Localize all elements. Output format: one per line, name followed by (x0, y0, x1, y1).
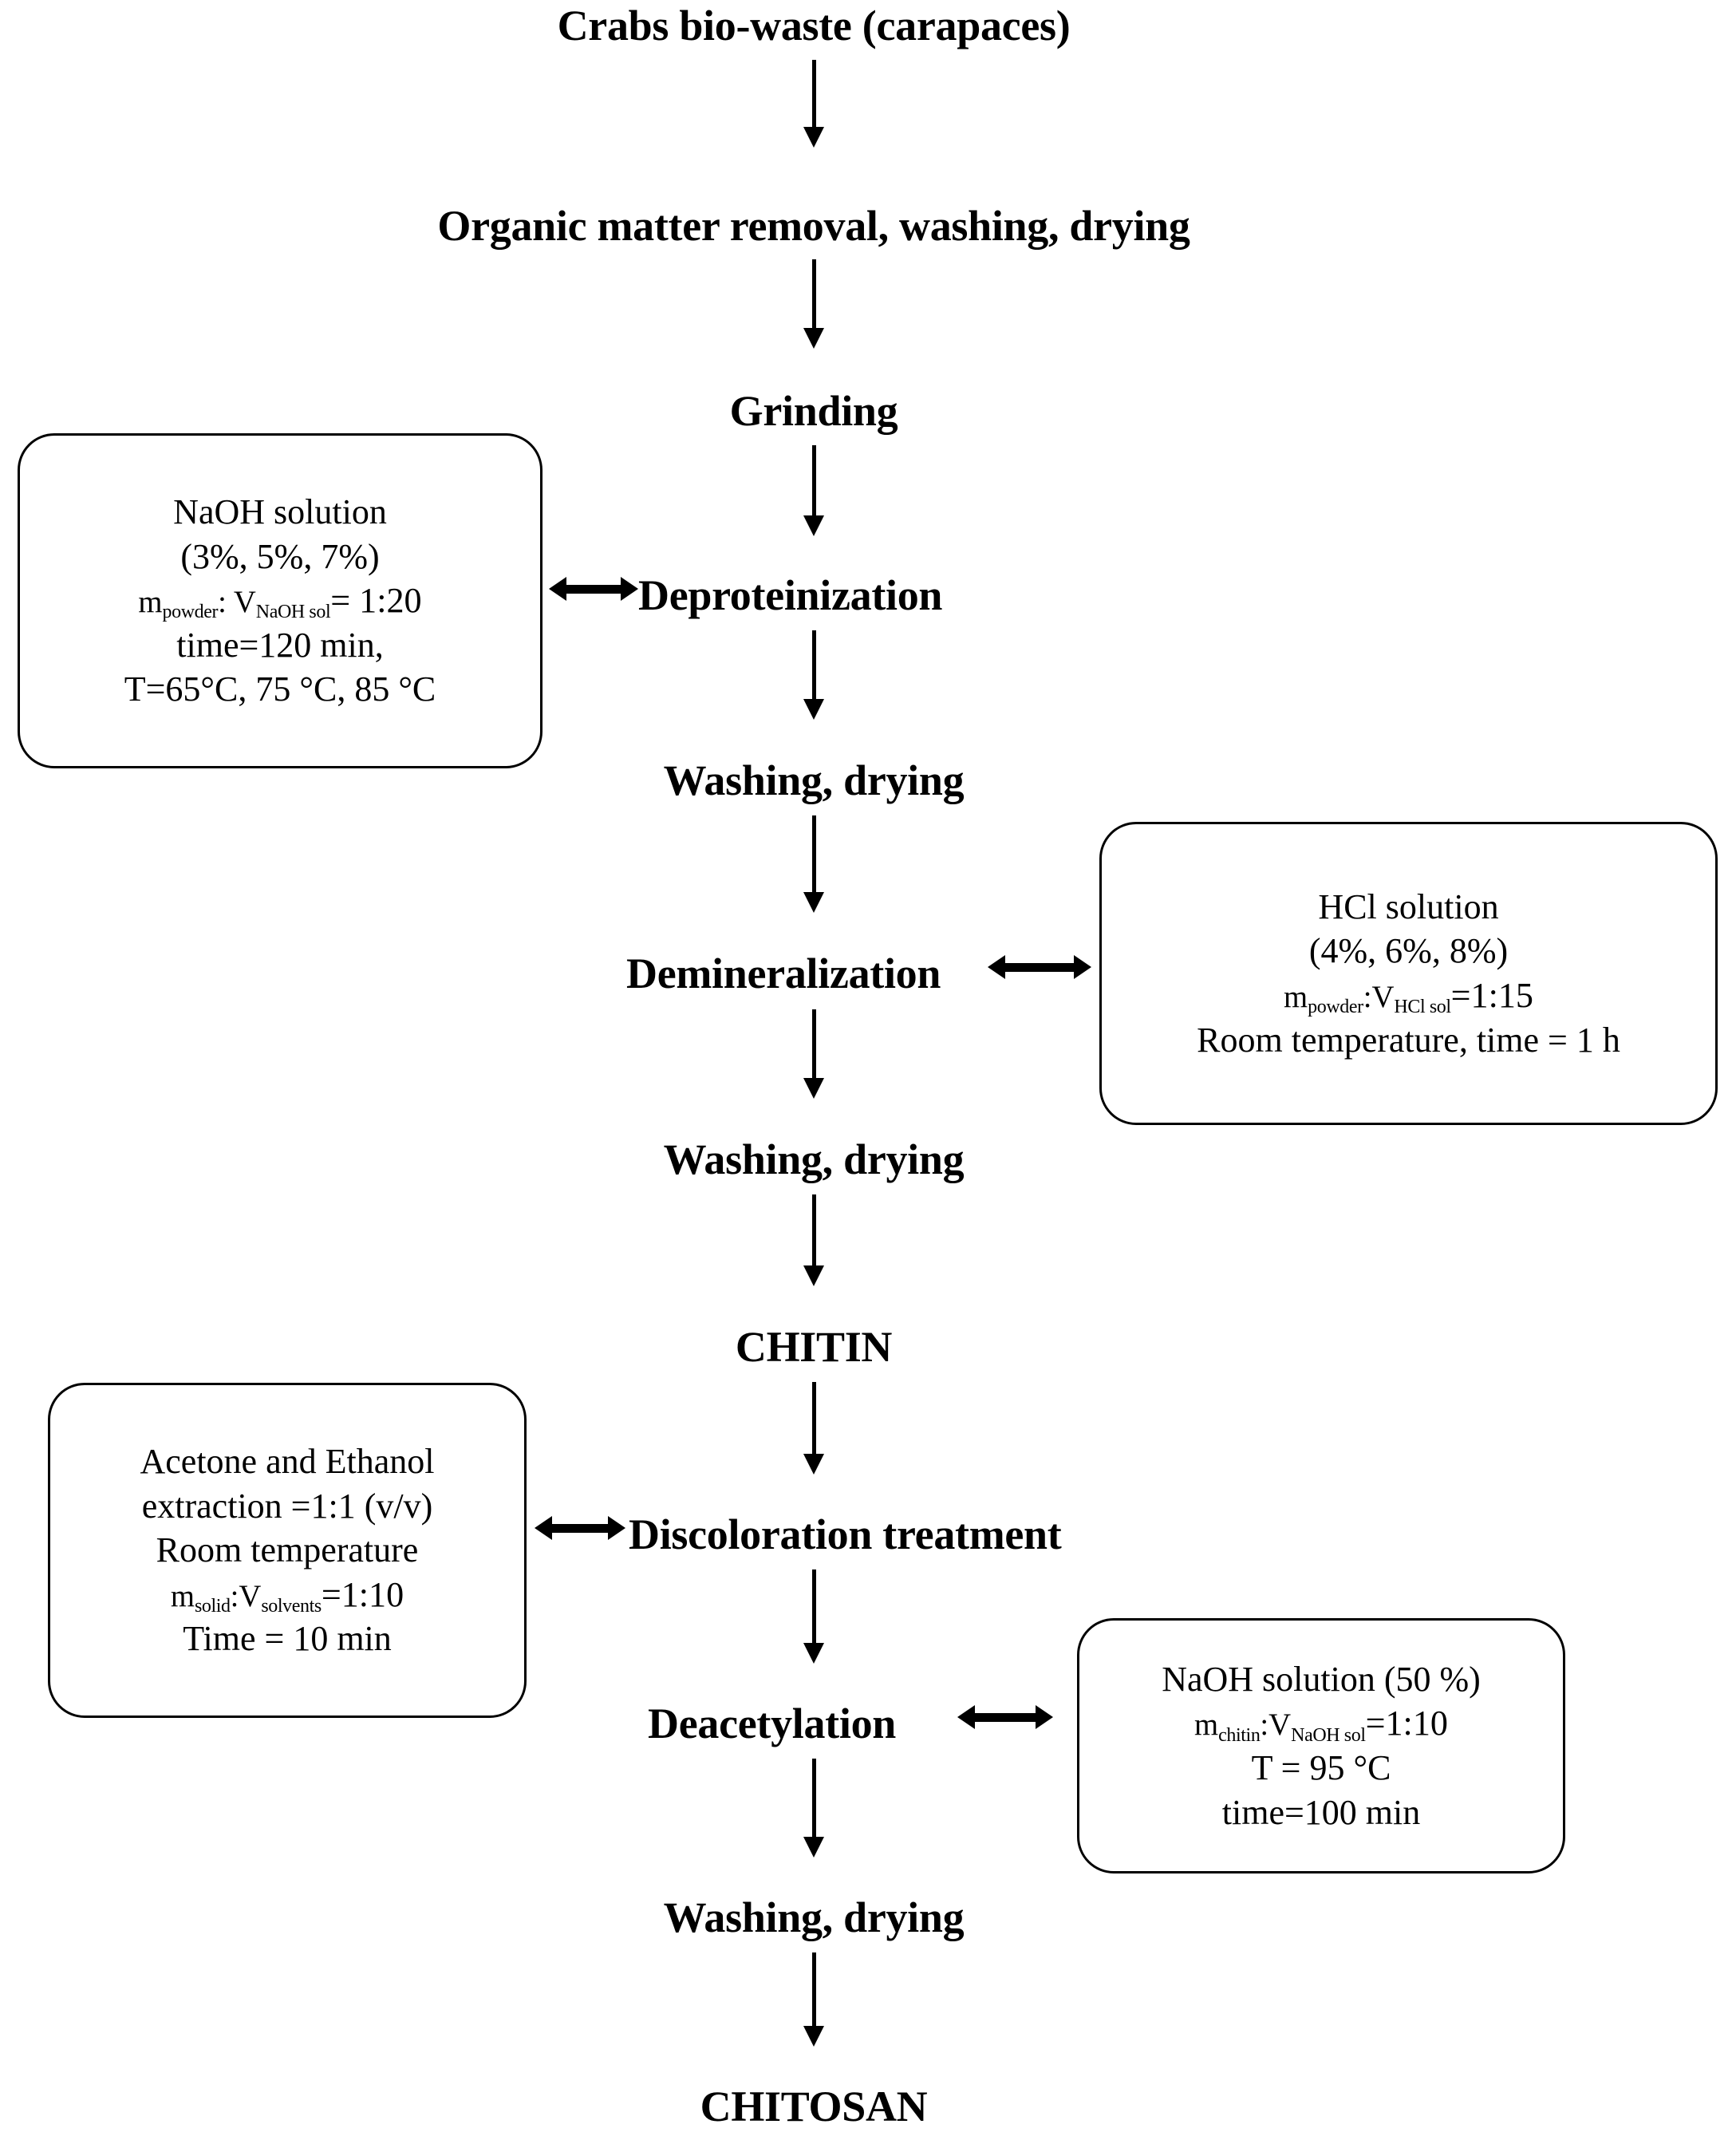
param-line: T = 95 °C (1251, 1748, 1391, 1788)
parameter-box-hcl-demineralization: HCl solution (4%, 6%, 8%) mpowder:VHCl s… (1099, 822, 1718, 1125)
node-washing-drying-1: Washing, drying (663, 756, 965, 804)
param-line: time=100 min (1221, 1792, 1421, 1832)
ratio-mid: :V (1363, 979, 1395, 1014)
double-headed-arrow-deacetylation (957, 1705, 1053, 1729)
node-demineralization: Demineralization (626, 950, 941, 997)
double-headed-arrow-deproteinization (549, 577, 638, 601)
ratio-sub-1: chitin (1218, 1724, 1261, 1746)
param-line: NaOH solution (50 %) (1162, 1660, 1481, 1700)
node-crabs-bio-waste: Crabs bio-waste (carapaces) (557, 2, 1071, 49)
parameter-box-naoh-deproteinization: NaOH solution (3%, 5%, 7%) mpowder: VNaO… (18, 433, 542, 768)
ratio-prefix: m (1194, 1708, 1219, 1743)
down-arrow-1 (802, 60, 826, 148)
parameter-box-naoh-deacetylation: NaOH solution (50 %) mchitin:VNaOH sol=1… (1077, 1618, 1565, 1873)
down-arrow-5 (802, 815, 826, 913)
param-line-ratio: mchitin:VNaOH sol=1:10 (1194, 1701, 1448, 1746)
ratio-prefix: m (1284, 979, 1308, 1014)
ratio-suffix: =1:10 (321, 1574, 404, 1614)
down-arrow-3 (802, 445, 826, 536)
node-organic-matter-removal: Organic matter removal, washing, drying (437, 202, 1190, 250)
ratio-suffix: =1:15 (1450, 975, 1533, 1015)
ratio-sub-2: solvents (261, 1595, 322, 1617)
double-headed-arrow-discoloration (535, 1516, 625, 1540)
ratio-sub-2: NaOH sol (1291, 1724, 1366, 1746)
ratio-prefix: m (170, 1578, 195, 1613)
down-arrow-10 (802, 1759, 826, 1858)
param-line: extraction =1:1 (v/v) (141, 1486, 433, 1526)
node-deacetylation: Deacetylation (648, 1700, 897, 1747)
node-washing-drying-2: Washing, drying (663, 1135, 965, 1183)
ratio-mid: :V (1260, 1708, 1292, 1743)
node-chitin: CHITIN (735, 1323, 893, 1371)
node-chitosan: CHITOSAN (700, 2083, 928, 2130)
down-arrow-11 (802, 1952, 826, 2047)
down-arrow-6 (802, 1009, 826, 1099)
param-line-ratio: mpowder:VHCl sol=1:15 (1284, 973, 1533, 1018)
param-line: HCl solution (1318, 887, 1499, 927)
param-line: T=65°C, 75 °C, 85 °C (124, 669, 436, 709)
param-line: Room temperature, time = 1 h (1197, 1020, 1620, 1060)
param-line-ratio: mpowder: VNaOH sol= 1:20 (138, 578, 421, 623)
ratio-suffix: = 1:20 (330, 581, 422, 621)
double-headed-arrow-demineralization (988, 955, 1091, 979)
node-washing-drying-3: Washing, drying (663, 1893, 965, 1941)
ratio-sub-2: NaOH sol (255, 602, 331, 623)
param-line: time=120 min, (176, 625, 384, 665)
param-line: (3%, 5%, 7%) (180, 536, 380, 576)
ratio-prefix: m (138, 585, 163, 620)
param-line: Acetone and Ethanol (140, 1442, 435, 1482)
param-line: Time = 10 min (183, 1619, 392, 1659)
node-discoloration-treatment: Discoloration treatment (629, 1510, 1062, 1558)
down-arrow-9 (802, 1569, 826, 1664)
node-grinding: Grinding (729, 387, 898, 435)
down-arrow-8 (802, 1382, 826, 1475)
down-arrow-2 (802, 259, 826, 349)
ratio-sub-1: solid (194, 1595, 231, 1617)
ratio-sub-2: HCl sol (1394, 997, 1451, 1018)
ratio-sub-1: powder (1308, 997, 1363, 1018)
ratio-mid: : V (218, 585, 256, 620)
param-line-ratio: msolid:Vsolvents=1:10 (171, 1573, 404, 1617)
parameter-box-solvent-discoloration: Acetone and Ethanol extraction =1:1 (v/v… (48, 1383, 527, 1718)
down-arrow-7 (802, 1194, 826, 1286)
param-line: NaOH solution (173, 492, 387, 532)
ratio-sub-1: powder (162, 602, 219, 623)
node-deproteinization: Deproteinization (638, 571, 943, 619)
down-arrow-4 (802, 630, 826, 720)
ratio-suffix: =1:10 (1365, 1704, 1448, 1743)
param-line: (4%, 6%, 8%) (1308, 931, 1509, 971)
ratio-mid: :V (230, 1578, 262, 1613)
param-line: Room temperature (156, 1530, 419, 1570)
